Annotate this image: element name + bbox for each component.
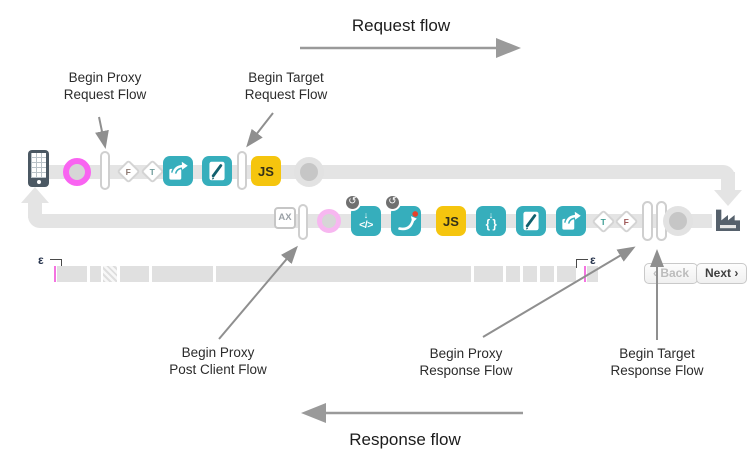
condition-true-label: T [149,166,156,177]
timeline-tick [584,266,586,282]
request-flow-track-drop [721,172,735,192]
policy-callout-arrow-icon[interactable] [163,156,193,186]
begin-proxy-request-flow-marker[interactable] [100,151,110,190]
callout-arrow-target-request [246,112,274,148]
braces-glyph-label: { } [485,218,497,231]
phone-home-button [36,180,41,184]
timeline-tick [54,266,56,282]
timeline-segment[interactable] [120,266,149,282]
trace-timeline[interactable] [0,266,755,282]
policy-edit-pencil-icon[interactable] [202,156,232,186]
client-phone-icon[interactable] [28,150,49,187]
timeline-segment[interactable] [474,266,503,282]
timeline-segment[interactable] [152,266,213,282]
phone-screen [31,153,46,178]
js-label: JS [258,163,274,179]
replay-glyph: ↺ [348,196,357,207]
policy-javascript-icon[interactable]: JS [436,206,466,236]
down-arrow-icon: ↓ [488,209,494,220]
replay-badge-icon[interactable]: ↺ [384,194,401,211]
post-client-start-marker[interactable] [317,209,341,233]
callout-arrow-post-client [218,245,298,340]
policy-route-arrow-icon[interactable] [391,206,421,236]
condition-false-label: F [125,166,132,177]
callout-begin-proxy-response-flow: Begin Proxy Response Flow [419,346,513,378]
response-flow-track-rise [28,202,42,218]
proxy-request-start-marker[interactable] [63,158,91,186]
js-label: JS [443,213,459,229]
timeline-bracket-left [50,259,62,268]
timeline-epsilon-left: ε [38,253,44,267]
timeline-epsilon-right: ε [590,253,596,267]
policy-assign-message-icon[interactable]: ↓ { } [476,206,506,236]
ax-label: AX [278,212,292,223]
begin-target-request-flow-marker[interactable] [237,151,247,190]
timeline-segment[interactable] [57,266,87,282]
condition-diamond-true[interactable]: T [140,159,165,184]
request-flow-endpoint-marker[interactable] [294,157,324,187]
timeline-segment[interactable] [587,266,598,282]
code-glyph-label: </> [359,218,373,231]
response-flow-endpoint-marker[interactable] [663,206,693,236]
callout-begin-proxy-post-client-flow: Begin Proxy Post Client Flow [169,345,267,377]
endpoint-core [300,163,318,181]
timeline-segment[interactable] [216,266,471,282]
response-flow-arrowhead-icon [21,187,49,203]
policy-extract-variables-icon[interactable]: ↓ </> [351,206,381,236]
down-arrow-icon: ↓ [363,209,369,220]
request-flow-arrowhead-icon [714,190,742,206]
condition-diamond-false[interactable]: F [116,159,141,184]
begin-proxy-response-flow-marker[interactable] [642,201,653,241]
policy-edit-pencil-icon[interactable] [516,206,546,236]
callout-begin-target-response-flow: Begin Target Response Flow [610,346,704,378]
condition-true-label: T [600,216,607,227]
response-flow-label: Response flow [349,430,461,449]
callout-arrow-proxy-response [482,246,636,338]
policy-javascript-icon[interactable]: JS [251,156,281,186]
policy-callout-arrow-icon[interactable] [556,206,586,236]
endpoint-core [669,212,687,230]
timeline-segment[interactable] [103,266,117,282]
condition-false-label: F [623,216,630,227]
timeline-segment[interactable] [540,266,554,282]
timeline-segment[interactable] [506,266,520,282]
analytics-ax-marker[interactable]: AX [274,207,296,229]
target-factory-icon[interactable] [712,203,744,240]
begin-proxy-post-client-flow-marker[interactable] [298,204,308,240]
callout-begin-proxy-request-flow: Begin Proxy Request Flow [63,70,147,102]
callout-arrow-proxy-request [95,116,109,149]
replay-glyph: ↺ [388,196,397,207]
timeline-segment[interactable] [90,266,101,282]
timeline-segment[interactable] [557,266,576,282]
callout-begin-target-request-flow: Begin Target Request Flow [244,70,328,102]
next-button[interactable]: Next › [696,263,748,284]
timeline-segment[interactable] [523,266,537,282]
replay-badge-icon[interactable]: ↺ [344,194,361,211]
request-flow-label: Request flow [351,16,451,35]
back-button[interactable]: ‹ Back [644,263,699,284]
